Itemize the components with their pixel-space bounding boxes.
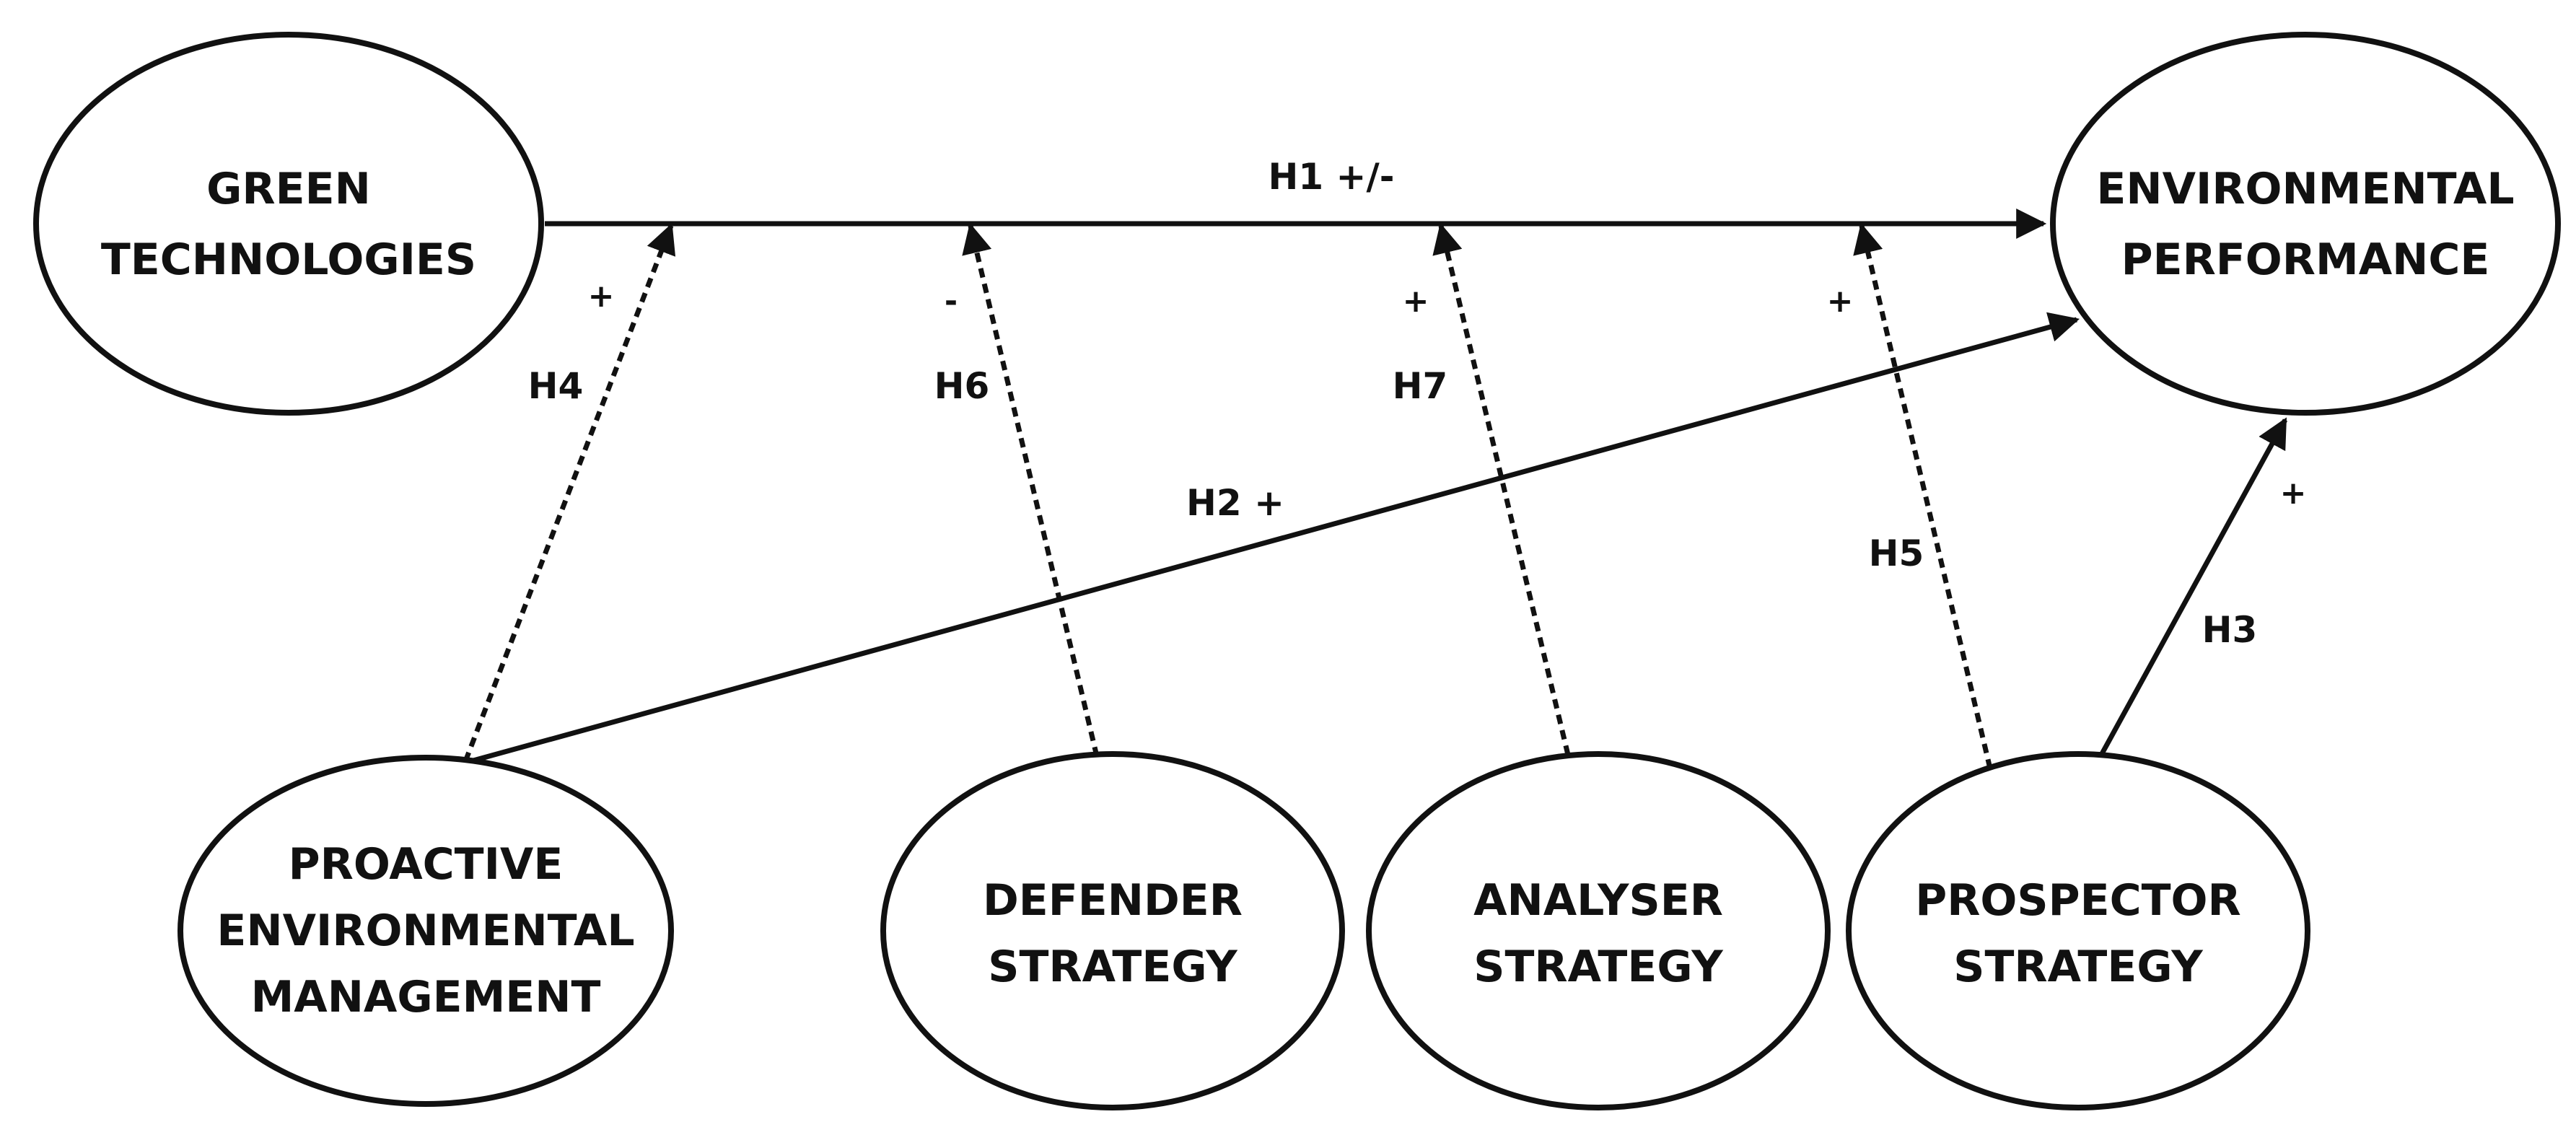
edge-sign-h3: + [2280, 475, 2307, 512]
node-label-line: STRATEGY [988, 942, 1238, 992]
node-label-line: ENVIRONMENTAL [2096, 164, 2514, 214]
node-label-line: MANAGEMENT [251, 972, 601, 1022]
edge-label-h1: H1 +/- [1269, 156, 1395, 198]
node-label-line: PROACTIVE [289, 839, 564, 890]
edge-label-h6: H6 [934, 365, 990, 407]
node-label-line: DEFENDER [983, 875, 1243, 926]
edge-h3-prospector-to-env-performance [2097, 417, 2288, 759]
edge-sign-h6: - [945, 283, 958, 320]
edge-label-h2: H2 + [1186, 482, 1284, 524]
node-label-line: ANALYSER [1473, 875, 1723, 926]
edge-h2-proactive-to-env-performance [465, 312, 2080, 766]
node-green-technologies: GREEN TECHNOLOGIES [33, 32, 544, 416]
node-prospector-strategy: PROSPECTOR STRATEGY [1846, 751, 2310, 1110]
edge-h5-prospector-moderates-h1 [1853, 222, 1993, 769]
edge-h7-analyser-moderates-h1 [1432, 222, 1571, 755]
node-label-line: GREEN [206, 164, 371, 214]
node-proactive-environmental-management: PROACTIVE ENVIRONMENTAL MANAGEMENT [178, 755, 674, 1107]
node-label-line: STRATEGY [1473, 942, 1724, 992]
edge-label-h4: H4 [528, 365, 584, 407]
edge-label-h5: H5 [1869, 533, 1924, 574]
edge-h4-proactive-moderates-h1 [463, 223, 676, 763]
edge-h6-defender-moderates-h1 [962, 222, 1100, 757]
node-label-line: PERFORMANCE [2121, 235, 2490, 285]
node-defender-strategy: DEFENDER STRATEGY [880, 751, 1345, 1110]
node-label-line: TECHNOLOGIES [101, 235, 476, 285]
node-label-line: PROSPECTOR [1915, 875, 2241, 926]
edge-sign-h4: + [588, 278, 615, 315]
edge-sign-h7: + [1403, 283, 1429, 320]
edge-sign-h5: + [1827, 283, 1854, 320]
node-analyser-strategy: ANALYSER STRATEGY [1366, 751, 1831, 1110]
edge-label-h7: H7 [1393, 365, 1448, 407]
node-label-line: STRATEGY [1953, 942, 2204, 992]
node-label-line: ENVIRONMENTAL [216, 906, 634, 956]
edge-label-h3: H3 [2202, 609, 2258, 651]
node-environmental-performance: ENVIRONMENTAL PERFORMANCE [2050, 32, 2561, 416]
